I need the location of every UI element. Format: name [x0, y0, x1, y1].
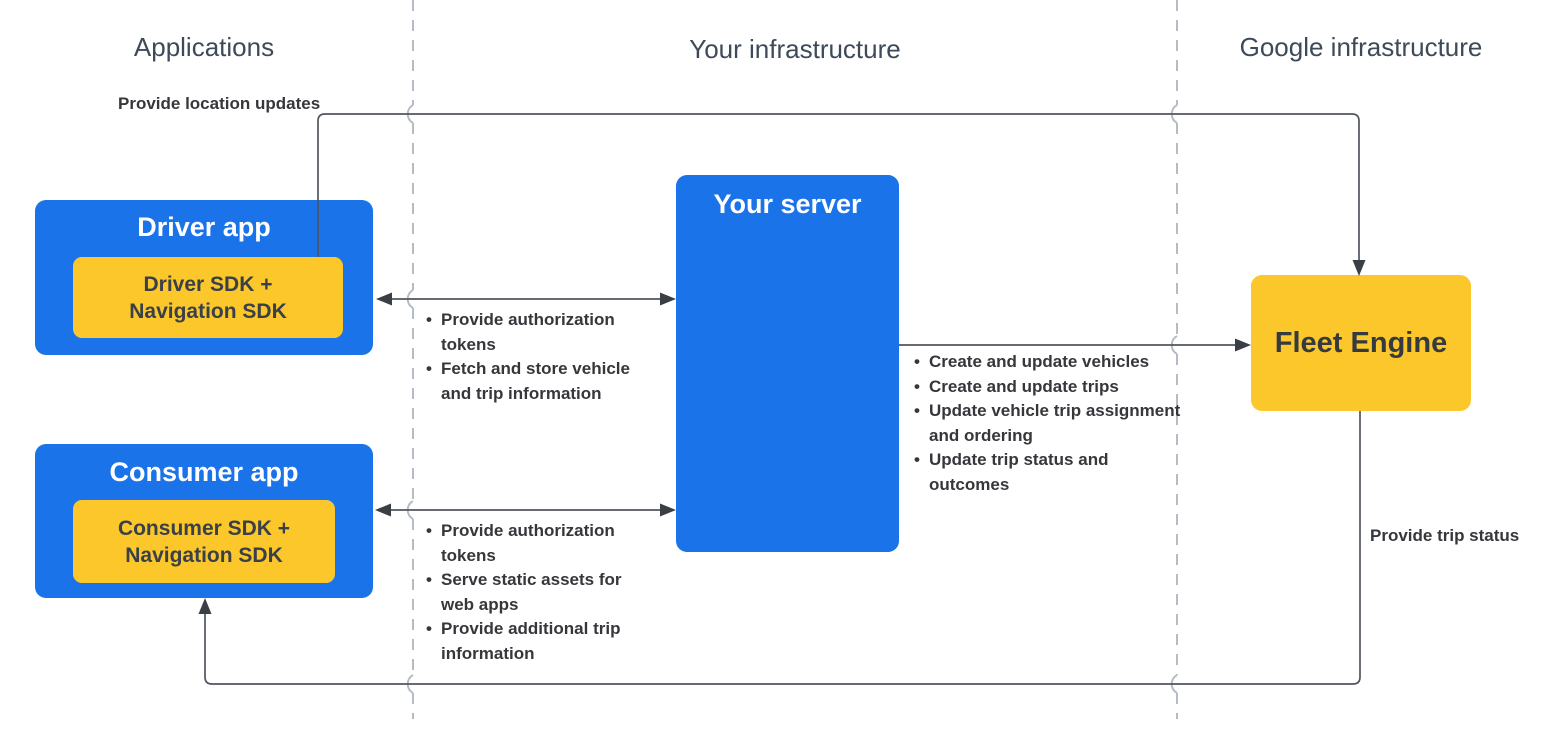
fleet-engine-node: Fleet Engine [1251, 275, 1471, 411]
your-server-node [676, 175, 899, 552]
consumer-sdk-label: Consumer SDK + Navigation SDK [117, 516, 291, 567]
consumer-sdk-node: Consumer SDK + Navigation SDK [73, 500, 335, 583]
fleet-engine-label: Fleet Engine [1274, 326, 1448, 359]
driver-sdk-label: Driver SDK + Navigation SDK [129, 272, 287, 323]
driver-sdk-node: Driver SDK + Navigation SDK [73, 257, 343, 338]
